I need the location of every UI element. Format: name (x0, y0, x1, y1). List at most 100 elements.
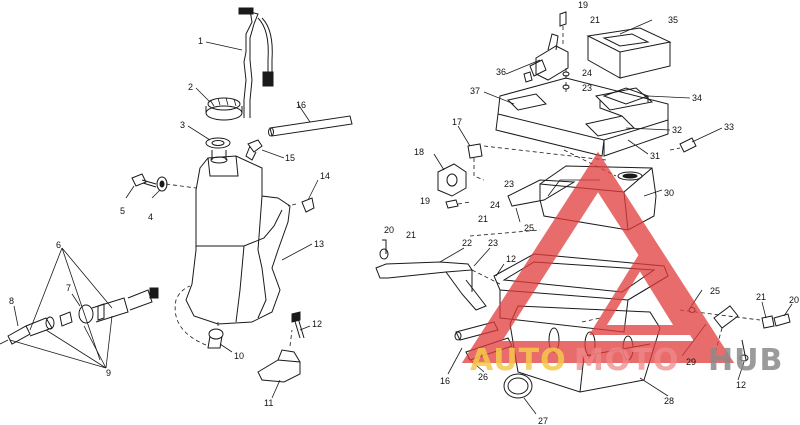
leader-5 (125, 185, 135, 199)
leader-7 (71, 293, 81, 307)
leader-2 (195, 87, 211, 103)
watermark-logo (461, 151, 735, 363)
callout-28: 28 (664, 396, 675, 406)
leader-37 (483, 91, 515, 105)
callout-6: 6 (56, 240, 62, 250)
callout-3: 3 (180, 120, 186, 130)
filler-neck-hose (238, 7, 274, 118)
leader-18 (433, 153, 445, 171)
leader-1 (205, 41, 243, 51)
callout-9: 9 (106, 368, 112, 378)
watermark-word-moto: MOTO (574, 343, 680, 378)
callout-4: 4 (148, 212, 154, 222)
leader-32 (625, 127, 671, 131)
leader-11 (271, 379, 281, 399)
leader-30 (643, 189, 663, 197)
callout-17: 17 (452, 117, 463, 127)
callout-25-mat: 25 (524, 223, 535, 233)
callout-18: 18 (414, 147, 425, 157)
leader-4 (151, 189, 161, 199)
leader-15 (261, 149, 285, 159)
leader-8 (13, 305, 19, 327)
leader-34 (647, 95, 691, 99)
leader-36 (505, 59, 541, 75)
callout-5: 5 (120, 206, 126, 216)
leader-16a (297, 103, 311, 123)
callout-13: 13 (314, 239, 325, 249)
clamp-ring (503, 373, 533, 399)
callout-33: 33 (724, 122, 735, 132)
callout-35: 35 (668, 15, 679, 25)
leader-9 (9, 315, 113, 369)
tank-cap (205, 97, 243, 121)
vent-fitting (245, 139, 263, 161)
callout-20-right: 20 (789, 295, 800, 305)
tank-bracket (257, 329, 301, 383)
oil-tank (185, 150, 291, 325)
callout-37: 37 (470, 86, 481, 96)
callout-21-right: 21 (756, 292, 767, 302)
leader-12c (737, 361, 745, 381)
callout-30: 30 (664, 188, 675, 198)
callout-23-battery: 23 (504, 179, 515, 189)
leader-31 (627, 139, 649, 155)
callout-12-mid: 12 (506, 254, 517, 264)
callout-2: 2 (188, 82, 194, 92)
callout-10: 10 (234, 351, 245, 361)
callout-26: 26 (478, 372, 489, 382)
leader-20b (783, 303, 793, 317)
leader-21c (761, 301, 767, 319)
vent-cap (669, 137, 697, 153)
callout-20-left: 20 (384, 225, 395, 235)
small-hardware-top (559, 11, 570, 92)
leader-27 (523, 397, 537, 415)
breather-tube (268, 115, 353, 137)
callout-21-left: 21 (406, 230, 417, 240)
callout-16-top: 16 (296, 100, 307, 110)
callout-14: 14 (320, 171, 331, 181)
callout-7: 7 (66, 283, 72, 293)
leader-12a (299, 325, 311, 331)
callout-16-bottom: 16 (440, 376, 451, 386)
battery-mat (507, 179, 576, 207)
tank-mount-bolt (131, 173, 197, 192)
callout-19-top: 19 (578, 0, 589, 10)
leader-23b (473, 247, 491, 267)
callout-15: 15 (285, 153, 296, 163)
grommet (287, 197, 315, 213)
alignment-lines (469, 145, 617, 323)
cap-gasket (205, 137, 231, 149)
callout-19-left: 19 (420, 196, 431, 206)
battery-pad (586, 27, 672, 79)
callout-36: 36 (496, 67, 507, 77)
leader-14 (307, 179, 319, 201)
callout-24-top: 24 (582, 68, 593, 78)
leader-12b (495, 263, 505, 277)
callout-23-mid: 23 (488, 238, 499, 248)
leader-6 (29, 247, 113, 361)
watermark-word-auto: AUTO (470, 343, 567, 378)
callout-12-left: 12 (312, 319, 323, 329)
callout-32: 32 (672, 125, 683, 135)
tank-strap-screw (291, 311, 305, 339)
callout-22: 22 (462, 238, 473, 248)
callout-31: 31 (650, 151, 661, 161)
leader-17 (457, 125, 471, 147)
callout-23-top: 23 (582, 83, 593, 93)
callout-21-top: 21 (590, 15, 601, 25)
watermark-word-hub: HUB (708, 343, 784, 378)
callout-29: 29 (686, 357, 697, 367)
leader-16b (447, 347, 463, 375)
leader-33 (691, 127, 723, 143)
leader-25a (515, 207, 521, 223)
leader-13 (281, 243, 313, 261)
leader-10 (219, 343, 233, 353)
leader-3 (187, 125, 211, 141)
callout-34: 34 (692, 93, 703, 103)
callout-12-right: 12 (736, 380, 747, 390)
relay-bracket (523, 33, 569, 83)
leader-35 (619, 19, 653, 35)
battery-hold-down (375, 239, 487, 311)
